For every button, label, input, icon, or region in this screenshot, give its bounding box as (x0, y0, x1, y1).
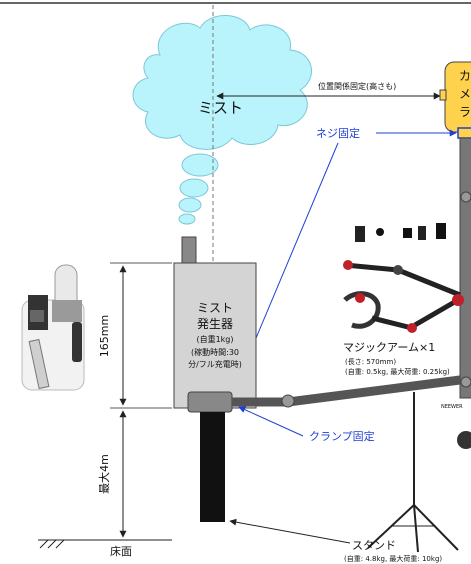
magic-arm-weights: (自重: 0.5kg, 最大荷重: 0.25kg) (345, 367, 450, 376)
cloud-label: ミスト (198, 99, 243, 117)
camera-label-3: ラ (459, 105, 471, 119)
generator-detail-3: 分/フル充電時) (188, 359, 242, 369)
clamp-block (187, 391, 233, 413)
arm-upper-segment (287, 375, 461, 407)
brand-label: NEEWER (441, 404, 463, 410)
position-note: 位置関係固定(高さも) (318, 81, 396, 91)
height-max-label: 最大4m (97, 454, 111, 494)
dimension-lines (110, 262, 172, 541)
screw-fix-label: ネジ固定 (316, 126, 360, 140)
camera-label-2: メ (459, 87, 471, 101)
pole-joint-top (460, 191, 471, 203)
arm-joint (281, 394, 295, 408)
generator-detail-1: (自重1kg) (196, 334, 233, 344)
floor-hatch (39, 539, 65, 549)
floor-label: 床面 (110, 544, 132, 558)
magic-arm-title: マジックアーム×1 (343, 341, 435, 354)
stand-title: スタンド (352, 539, 396, 552)
pole-joint-bottom (460, 376, 471, 388)
magic-arm-length: (長さ: 570mm) (345, 358, 396, 366)
mist-generator (173, 262, 257, 409)
stand-arrow (229, 518, 351, 544)
camera-body (439, 61, 471, 139)
mist-cloud (132, 15, 312, 225)
generator-photo (21, 264, 85, 391)
camera-pole (459, 137, 471, 399)
stand-pole (200, 412, 225, 522)
stand-photo (367, 392, 471, 553)
height-165-label: 165mm (98, 315, 111, 357)
magic-arm-photo (343, 223, 464, 333)
generator-nozzle (181, 236, 197, 264)
generator-detail-2: (稼動時間:30 (191, 347, 239, 357)
generator-title-1: ミスト (197, 301, 233, 315)
stand-weights: (自重: 4.8kg, 最大荷重: 10kg) (344, 554, 442, 563)
generator-title-2: 発生器 (197, 317, 233, 331)
clamp-arrow (238, 406, 304, 437)
clamp-fix-label: クランプ固定 (309, 429, 375, 443)
camera-label-1: カ (459, 69, 471, 83)
